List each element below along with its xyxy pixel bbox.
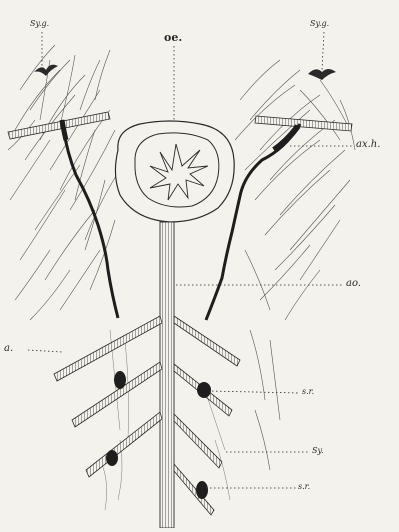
label-ao: ao. [346, 279, 361, 289]
left-winding-vessel [62, 120, 118, 318]
label-s-r-lower: s.r. [298, 483, 310, 491]
right-ganglion-2 [196, 481, 208, 499]
right-ganglion-1 [197, 382, 211, 398]
label-sy-g-right: Sy.g. [310, 20, 329, 28]
left-fiber-tuft [8, 45, 120, 320]
right-top-vessel [255, 116, 352, 131]
left-branch-3 [86, 412, 162, 477]
label-sy: Sy. [312, 447, 323, 455]
oesophagus-section [115, 121, 234, 222]
label-oe: oe. [164, 32, 182, 43]
left-sympathetic-ganglion [34, 65, 58, 76]
left-branch-2 [72, 362, 162, 427]
right-branch-4 [174, 464, 214, 515]
label-a: a. [4, 344, 13, 354]
label-sy-g-left: Sy.g. [30, 20, 49, 28]
right-branch-3 [174, 414, 222, 468]
left-ganglion-2 [106, 450, 118, 466]
right-sympathetic-ganglion [308, 69, 336, 80]
left-ganglion-1 [114, 371, 126, 389]
label-ax-h: ax.h. [356, 140, 380, 150]
right-branch-1 [174, 316, 240, 366]
aorta [160, 222, 174, 528]
label-s-r-upper: s.r. [302, 388, 314, 396]
